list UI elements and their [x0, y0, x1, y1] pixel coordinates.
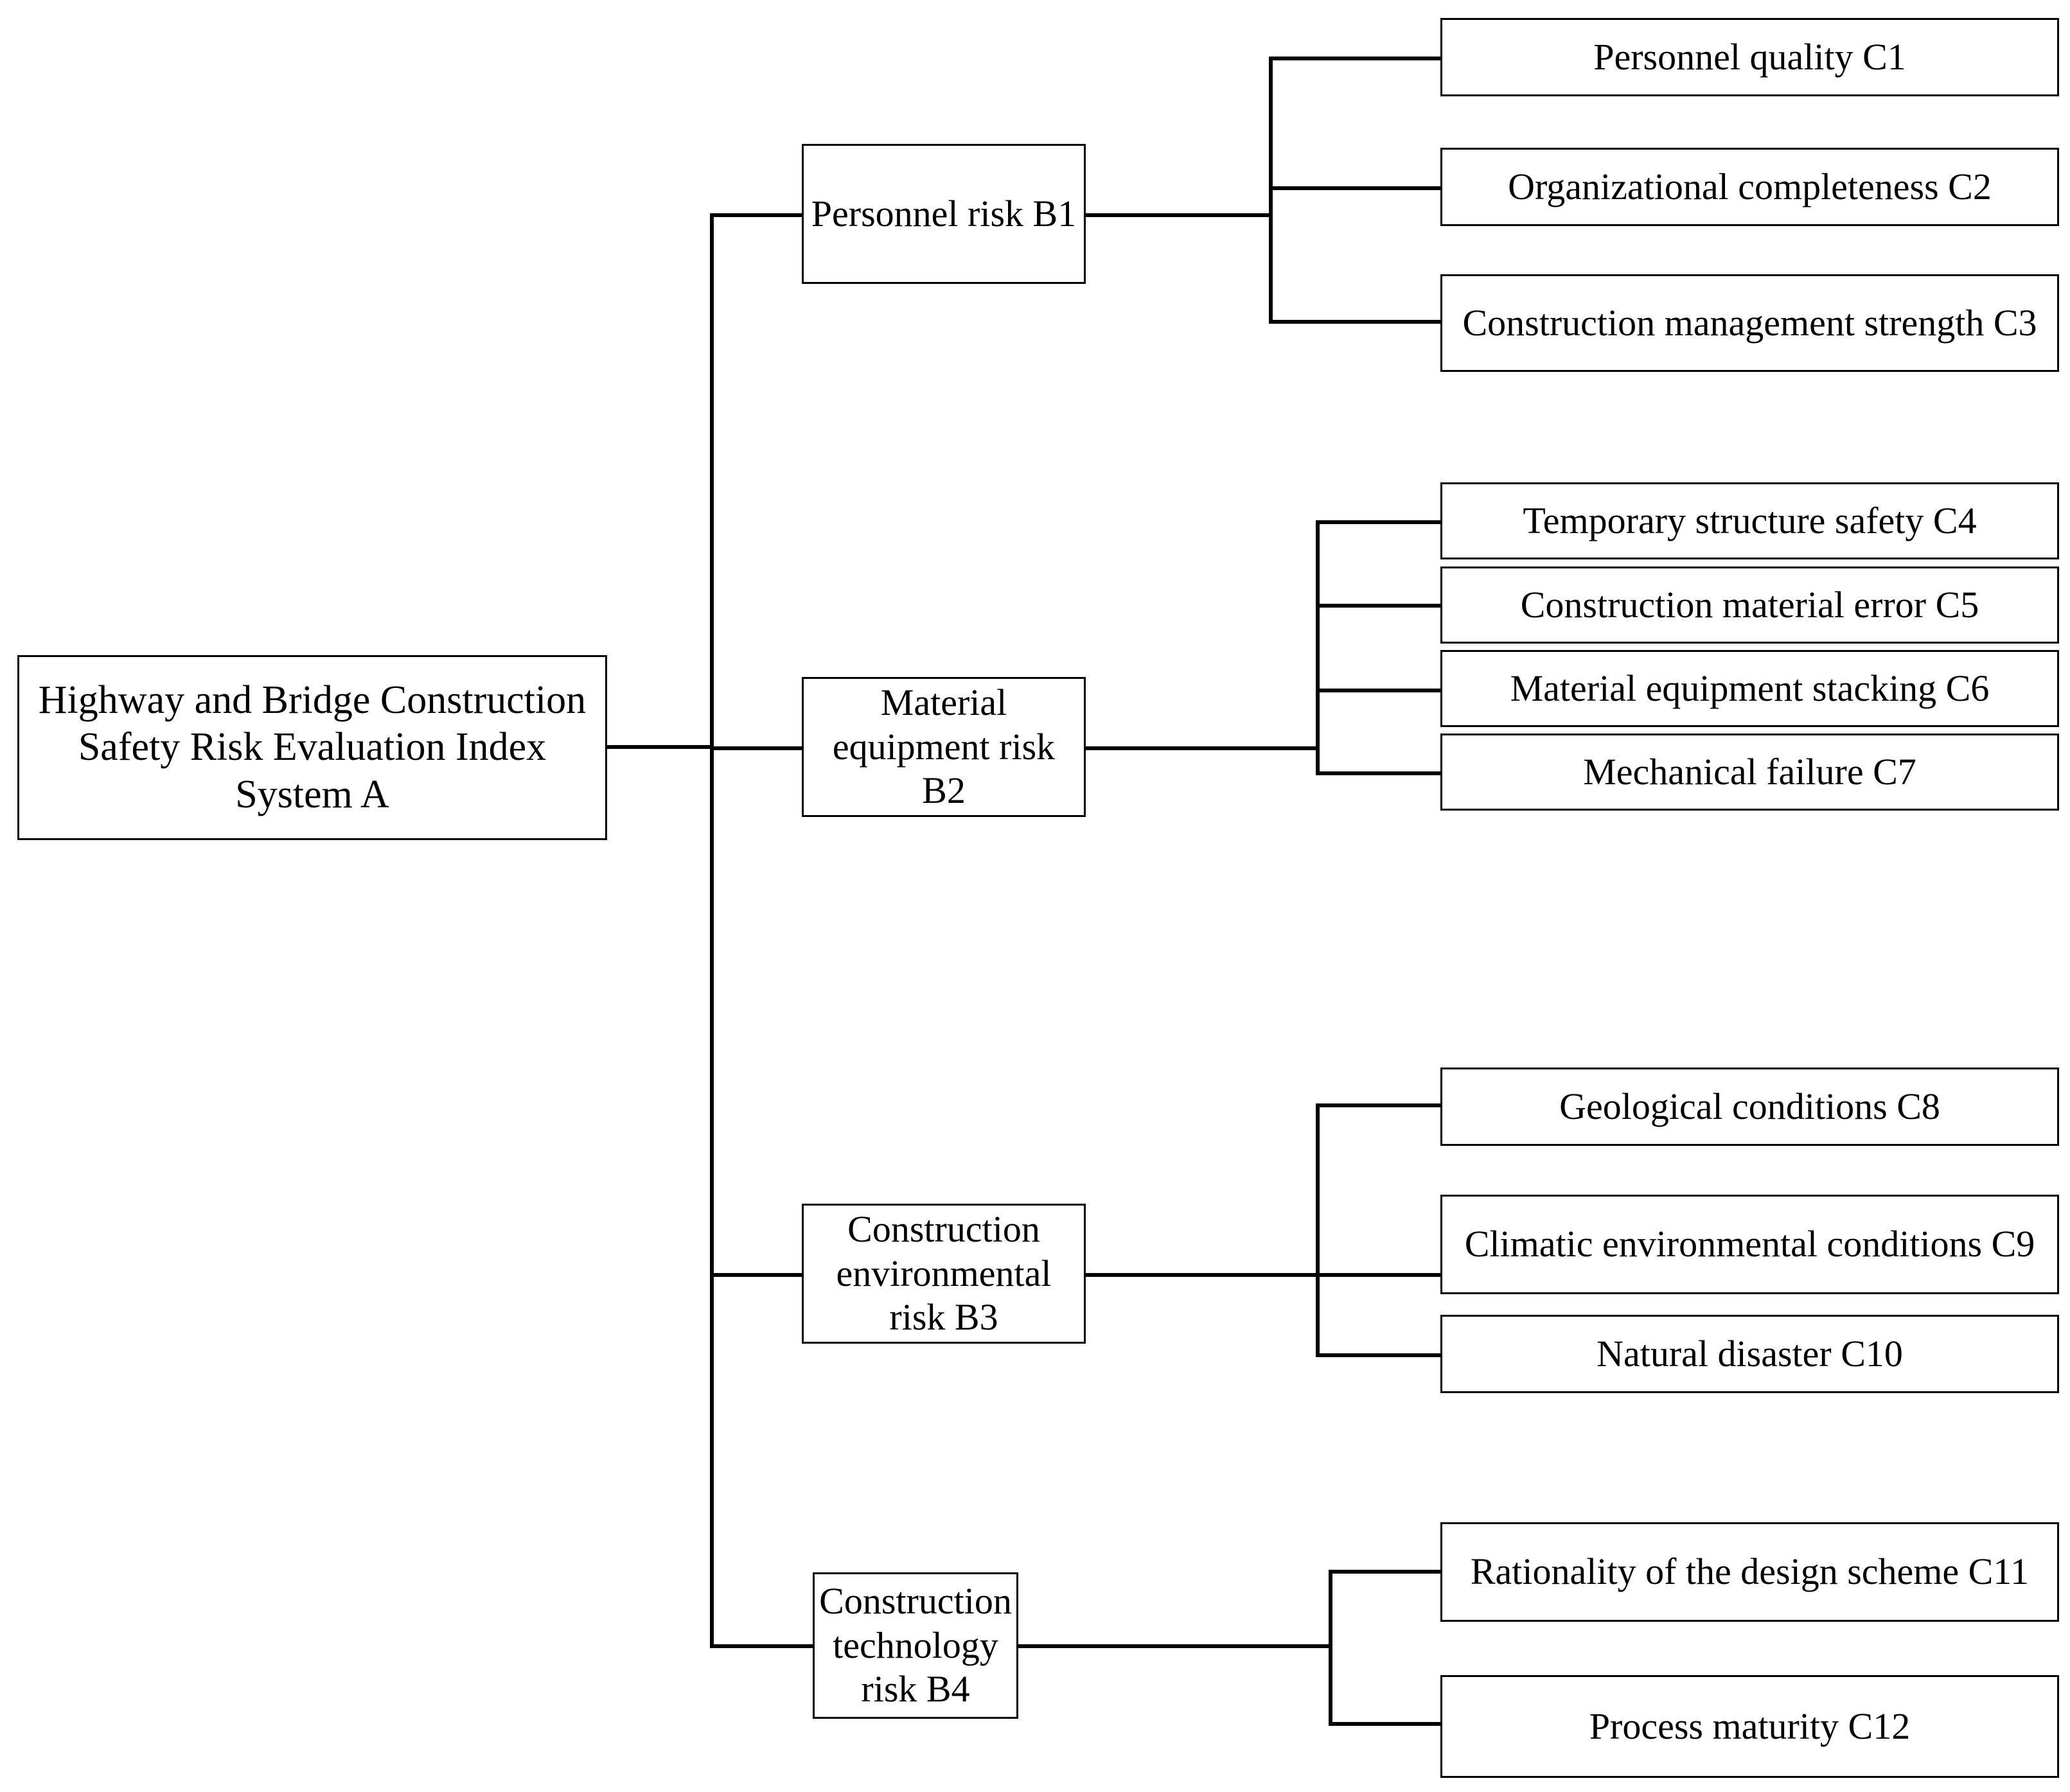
connector-b4-stem: [1017, 1644, 1332, 1648]
node-indicator-c8-label: Geological conditions C8: [1559, 1085, 1940, 1127]
connector-trunk-to-b3: [710, 1273, 804, 1277]
node-criteria-b3[interactable]: Construction environmental risk B3: [802, 1204, 1086, 1344]
node-indicator-c4[interactable]: Temporary structure safety C4: [1440, 482, 2059, 559]
node-criteria-b2[interactable]: Material equipment risk B2: [802, 677, 1086, 817]
node-indicator-c11-label: Rationality of the design scheme C11: [1470, 1550, 2030, 1593]
connector-b1-to-c3: [1269, 320, 1442, 324]
node-indicator-c1[interactable]: Personnel quality C1: [1440, 18, 2059, 96]
connector-b3-to-c8: [1316, 1103, 1442, 1107]
connector-b3-to-c9: [1316, 1273, 1442, 1277]
connector-trunk-vertical: [710, 215, 714, 1646]
node-indicator-c2[interactable]: Organizational completeness C2: [1440, 148, 2059, 226]
connector-b4-to-c12: [1329, 1722, 1442, 1726]
connector-b4-bus: [1329, 1570, 1332, 1726]
connector-b2-to-c7: [1316, 771, 1442, 775]
node-indicator-c8[interactable]: Geological conditions C8: [1440, 1067, 2059, 1146]
node-indicator-c3-label: Construction management strength C3: [1462, 301, 2037, 344]
node-indicator-c11[interactable]: Rationality of the design scheme C11: [1440, 1522, 2059, 1622]
connector-b1-to-c2: [1269, 186, 1442, 190]
node-root-a-label: Highway and Bridge Construction Safety R…: [38, 678, 587, 816]
node-criteria-b1-label: Personnel risk B1: [811, 192, 1077, 234]
node-indicator-c10-label: Natural disaster C10: [1597, 1332, 1903, 1375]
connector-b3-bus: [1316, 1103, 1320, 1355]
node-criteria-b3-label: Construction environmental risk B3: [836, 1208, 1052, 1339]
connector-b2-to-c6: [1316, 689, 1442, 692]
node-root-a[interactable]: Highway and Bridge Construction Safety R…: [17, 655, 607, 840]
node-indicator-c1-label: Personnel quality C1: [1593, 35, 1906, 78]
node-indicator-c3[interactable]: Construction management strength C3: [1440, 274, 2059, 372]
node-indicator-c4-label: Temporary structure safety C4: [1523, 499, 1977, 541]
node-criteria-b2-label: Material equipment risk B2: [832, 681, 1056, 812]
connector-trunk-to-b4: [710, 1644, 815, 1648]
connector-trunk-to-b1: [710, 213, 804, 217]
node-indicator-c5-label: Construction material error C5: [1520, 583, 1979, 626]
connector-root-stem: [606, 745, 714, 749]
connector-b1-to-c1: [1269, 57, 1442, 60]
node-indicator-c9[interactable]: Climatic environmental conditions C9: [1440, 1195, 2059, 1294]
connector-b2-bus: [1316, 520, 1320, 773]
node-indicator-c6[interactable]: Material equipment stacking C6: [1440, 650, 2059, 727]
connector-b3-to-c10: [1316, 1353, 1442, 1357]
connector-b2-stem: [1084, 746, 1319, 750]
connector-b3-stem: [1084, 1273, 1319, 1277]
node-indicator-c5[interactable]: Construction material error C5: [1440, 567, 2059, 644]
node-indicator-c12[interactable]: Process maturity C12: [1440, 1675, 2059, 1778]
connector-b2-to-c4: [1316, 520, 1442, 524]
node-indicator-c7-label: Mechanical failure C7: [1583, 750, 1916, 793]
node-indicator-c7[interactable]: Mechanical failure C7: [1440, 733, 2059, 811]
node-criteria-b1[interactable]: Personnel risk B1: [802, 144, 1086, 284]
connector-b1-stem: [1084, 213, 1272, 217]
node-indicator-c2-label: Organizational completeness C2: [1508, 165, 1992, 207]
connector-b2-to-c5: [1316, 604, 1442, 608]
node-indicator-c6-label: Material equipment stacking C6: [1510, 667, 1990, 709]
connector-b4-to-c11: [1329, 1570, 1442, 1574]
node-indicator-c10[interactable]: Natural disaster C10: [1440, 1315, 2059, 1393]
node-criteria-b4[interactable]: Construction technology risk B4: [813, 1572, 1018, 1719]
node-criteria-b4-label: Construction technology risk B4: [819, 1580, 1012, 1710]
connector-trunk-to-b2: [710, 746, 804, 750]
node-indicator-c9-label: Climatic environmental conditions C9: [1464, 1223, 2035, 1265]
node-indicator-c12-label: Process maturity C12: [1589, 1705, 1911, 1747]
